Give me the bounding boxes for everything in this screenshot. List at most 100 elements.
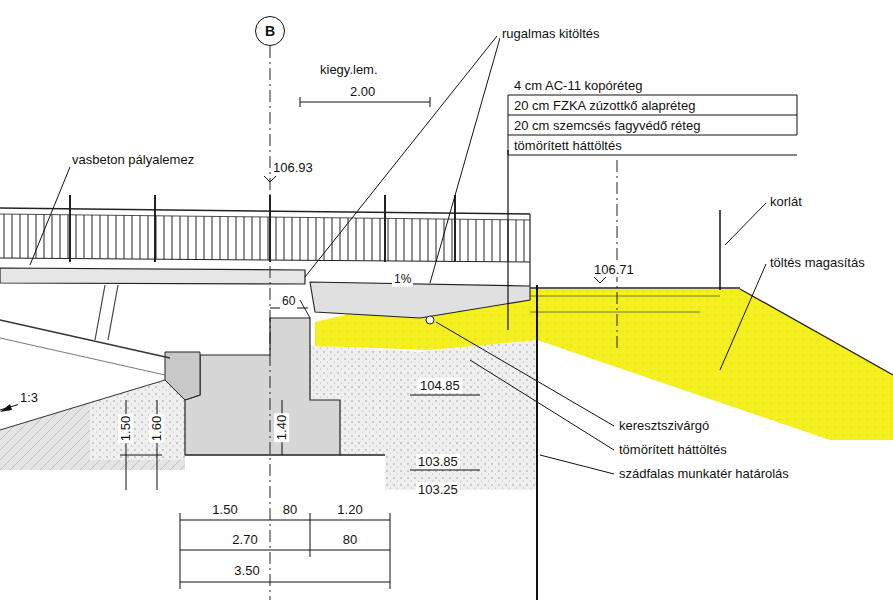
railing-bar <box>164 216 165 259</box>
dimension-value: 2.00 <box>348 84 377 99</box>
railing-bar <box>196 216 197 259</box>
railing-bar <box>444 219 445 261</box>
railing-bar <box>332 218 333 261</box>
railing-bar <box>380 218 381 261</box>
bearing-block <box>165 352 200 400</box>
railing-bar <box>484 219 485 261</box>
railing-bar <box>260 217 261 260</box>
railing-bar <box>364 218 365 261</box>
approach-slab <box>310 282 530 318</box>
railing-bar <box>220 216 221 259</box>
railing-bar <box>372 218 373 261</box>
railing-bar <box>20 214 21 258</box>
elevation-value: 104.85 <box>418 378 462 393</box>
dimension-value: 1.50 <box>119 413 134 442</box>
railing-bar <box>468 219 469 261</box>
abutment <box>185 318 340 455</box>
part-label: szádfalas munkatér határolás <box>617 466 791 481</box>
elevation-value: 103.25 <box>416 482 460 497</box>
part-label: korlát <box>768 194 804 209</box>
railing-bar <box>132 215 133 259</box>
railing-bar <box>268 217 269 260</box>
railing-bar <box>428 219 429 261</box>
part-label: keresztszivárgó <box>617 418 711 433</box>
railing-bar <box>412 219 413 261</box>
railing-bar <box>124 215 125 259</box>
layer-label: 20 cm szemcsés fagyvédő réteg <box>512 118 702 133</box>
railing-bar <box>308 217 309 260</box>
railing-bar <box>52 215 53 259</box>
dimension-value: 3.50 <box>232 563 261 578</box>
railing-post <box>454 195 456 262</box>
railing-bar <box>44 214 45 258</box>
railing-bar <box>172 216 173 259</box>
railing-bar <box>460 219 461 261</box>
railing-bar <box>436 219 437 261</box>
railing-post <box>154 195 156 262</box>
slope-value: 1% <box>392 272 413 287</box>
railing-bar <box>452 219 453 261</box>
railing-bar <box>140 216 141 259</box>
part-label: tömörített háttöltés <box>617 442 729 457</box>
layer-label: 4 cm AC-11 kopóréteg <box>512 78 644 93</box>
slope-value: 1:3 <box>18 390 40 405</box>
railing-bar <box>292 217 293 260</box>
dimension-label: kiegy.lem. <box>318 62 380 77</box>
railing-bar <box>204 216 205 259</box>
dimension-value: 1.40 <box>275 412 290 441</box>
railing-bar <box>84 215 85 259</box>
note-label: rugalmas kitöltés <box>500 26 602 41</box>
railing-bar <box>500 220 501 262</box>
railing-bar <box>236 217 237 260</box>
railing-bar <box>68 215 69 259</box>
railing-bar <box>148 216 149 259</box>
elevation-value: 106.71 <box>592 262 636 277</box>
railing-bar <box>212 216 213 259</box>
railing-bar <box>492 220 493 262</box>
railing-bar <box>188 216 189 259</box>
part-label: vasbeton pályalemez <box>70 152 196 167</box>
railing-bar <box>100 215 101 259</box>
dimension-value: 80 <box>281 502 299 517</box>
part-label: töltés magasítás <box>768 255 867 270</box>
railing-bar <box>4 214 5 258</box>
layer-label: 20 cm FZKA zúzottkő alapréteg <box>512 98 697 113</box>
railing-bar <box>420 219 421 261</box>
railing-bar <box>76 215 77 259</box>
railing-bar <box>516 220 517 262</box>
dimension-value: 1.60 <box>150 413 165 442</box>
railing-bar <box>356 218 357 261</box>
railing-bar <box>300 217 301 260</box>
railing-bar <box>396 218 397 261</box>
railing-bar <box>108 215 109 259</box>
railing-bar <box>476 219 477 261</box>
railing-bar <box>228 217 229 260</box>
railing-post <box>69 195 71 262</box>
dimension-value: 1.20 <box>335 502 364 517</box>
elevation-value: 103.85 <box>416 454 460 469</box>
railing-bar <box>60 215 61 259</box>
dimension-value: 60 <box>280 294 297 309</box>
railing-bar <box>12 214 13 258</box>
gravel <box>90 380 185 460</box>
railing-bar <box>404 219 405 261</box>
railing-bar <box>340 218 341 261</box>
railing-bar <box>284 217 285 260</box>
railing-bar <box>28 214 29 258</box>
railing-bar <box>276 217 277 260</box>
elevation-value: 106.93 <box>271 160 315 175</box>
layer-label: tömörített háttöltés <box>512 138 624 153</box>
railing-bar <box>252 217 253 260</box>
deck-slab <box>0 268 305 284</box>
railing-post <box>384 195 386 262</box>
railing-bar <box>388 218 389 261</box>
railing-bar <box>244 217 245 260</box>
railing-bar <box>116 215 117 259</box>
railing-bar <box>180 216 181 259</box>
dimension-value: 2.70 <box>230 532 259 547</box>
railing-bar <box>92 215 93 259</box>
railing-bar <box>316 218 317 261</box>
axis-letter: B <box>265 23 275 39</box>
